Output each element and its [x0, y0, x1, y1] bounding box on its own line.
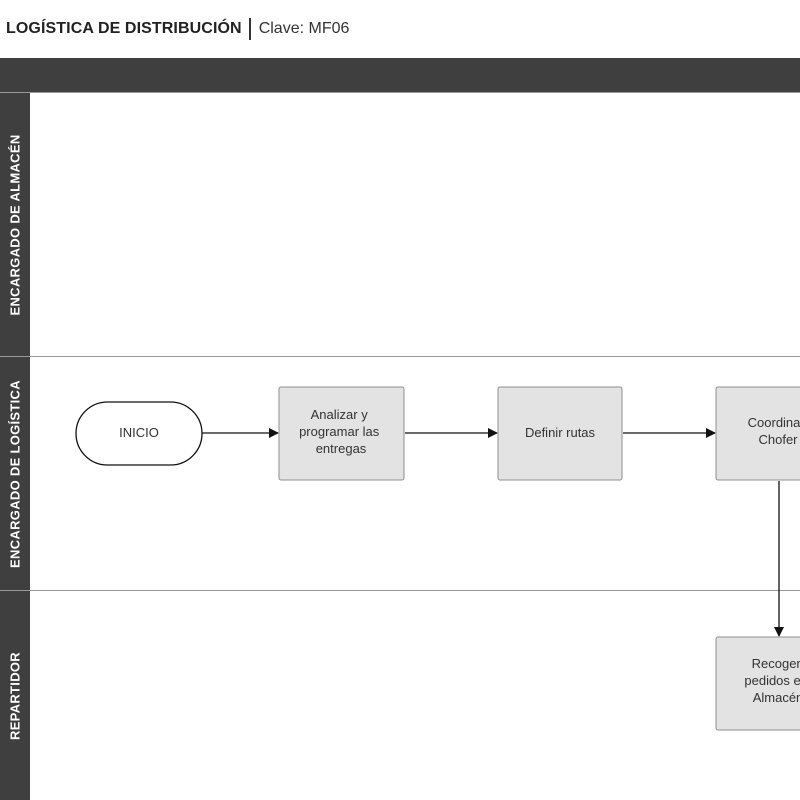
lane-label-repartidor: REPARTIDOR	[0, 591, 30, 800]
node-recoger-line: pedidos en	[744, 673, 800, 688]
diagram-title: LOGÍSTICA DE DISTRIBUCIÓN	[6, 20, 242, 37]
svg-text:Analizar y programar las: Analizar y programar las entregas	[299, 407, 383, 456]
lane-label-almacen: ENCARGADO DE ALMACÉN	[0, 93, 30, 356]
svg-text:Definir rutas: Definir rutas	[525, 425, 596, 440]
lane-almacen: ENCARGADO DE ALMACÉN	[0, 92, 800, 356]
node-definir-line: Definir rutas	[525, 425, 596, 440]
svg-text:Coordinar Chofer: Coordinar Chofer	[748, 415, 800, 447]
top-band	[0, 58, 800, 92]
node-coordinar-line: Chofer	[758, 432, 798, 447]
lane-label-logistica: ENCARGADO DE LOGÍSTICA	[0, 357, 30, 590]
node-recoger: Recoger pedidos en Almacén	[715, 636, 800, 731]
lane-repartidor: REPARTIDOR	[0, 590, 800, 800]
node-definir: Definir rutas	[497, 386, 623, 481]
header-bar: LOGÍSTICA DE DISTRIBUCIÓN Clave: MF06	[0, 0, 800, 58]
node-coordinar: Coordinar Chofer	[715, 386, 800, 481]
node-inicio: INICIO	[75, 401, 203, 466]
node-recoger-line: Almacén	[753, 690, 800, 705]
node-analizar: Analizar y programar las entregas	[278, 386, 405, 481]
diagram-code: Clave: MF06	[258, 20, 350, 37]
node-analizar-line: entregas	[316, 441, 367, 456]
node-inicio-line: INICIO	[119, 425, 159, 440]
svg-text:INICIO: INICIO	[119, 425, 159, 440]
node-analizar-line: Analizar y	[311, 407, 369, 422]
title-separator	[248, 18, 251, 40]
node-analizar-line: programar las	[299, 424, 380, 439]
node-recoger-line: Recoger	[752, 656, 800, 671]
lane-logistica: ENCARGADO DE LOGÍSTICA	[0, 356, 800, 590]
svg-text:Recoger pedidos en: Recoger pedidos en Almacén	[744, 656, 800, 705]
node-coordinar-line: Coordinar	[748, 415, 800, 430]
